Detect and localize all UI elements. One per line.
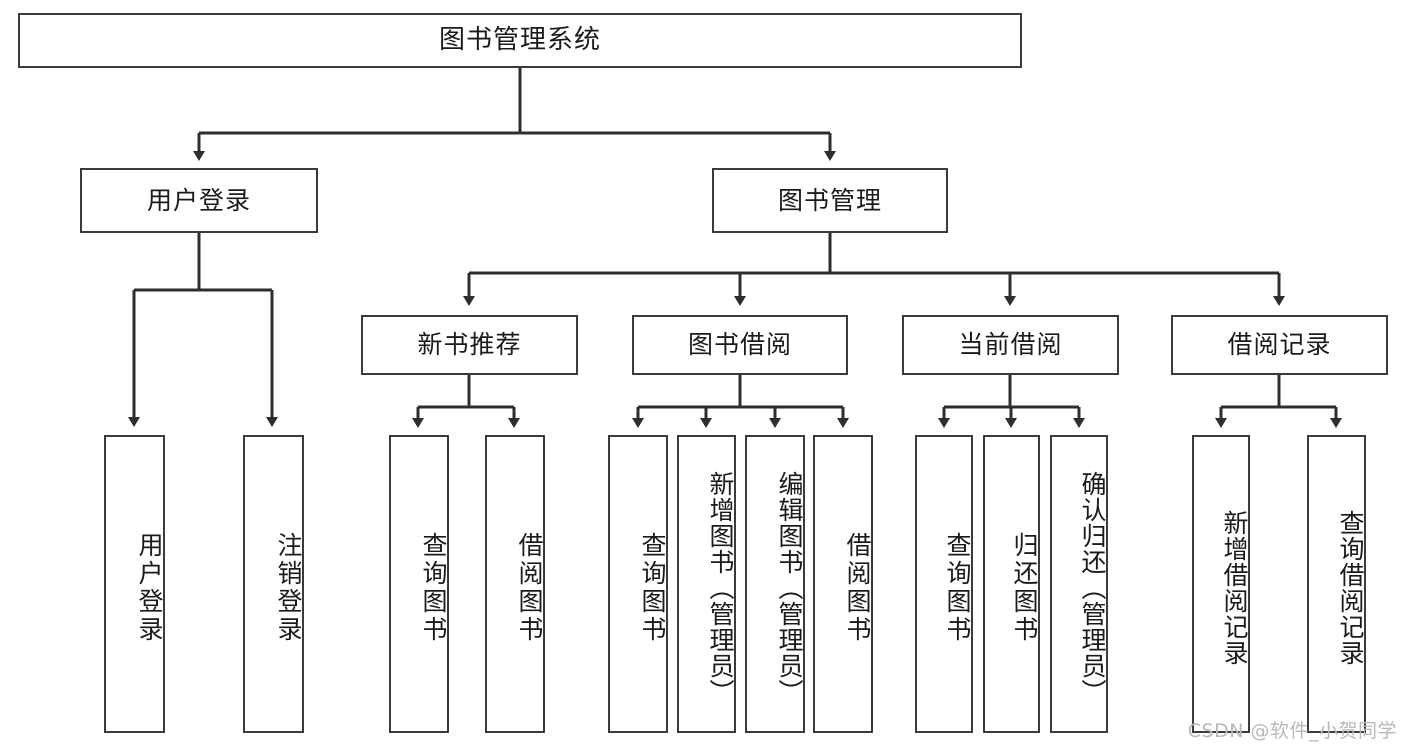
node-label: 图书管理 [777,185,882,215]
node-label: 编辑图书（管理员） [775,471,804,705]
leaf-user-login[interactable]: 用户登录 [104,435,165,733]
node-label: 当前借阅 [958,330,1063,360]
leaf-logout[interactable]: 注销登录 [243,435,304,733]
node-label: 归还图书 [1010,532,1039,644]
node-label: 确认归还（管理员） [1078,471,1107,705]
leaf-edit-book-admin[interactable]: 编辑图书（管理员） [745,435,805,733]
node-label: 查询图书 [419,532,448,644]
node-new-book-recommend[interactable]: 新书推荐 [361,315,578,375]
node-borrow-record[interactable]: 借阅记录 [1171,315,1388,375]
node-label: 图书借阅 [687,330,792,360]
leaf-borrow-book-recommend[interactable]: 借阅图书 [485,435,545,733]
leaf-current-query-book[interactable]: 查询图书 [915,435,973,733]
node-label: 借阅记录 [1227,330,1332,360]
node-label: 查询图书 [638,532,667,644]
node-label: 新增借阅记录 [1220,510,1249,666]
node-label: 新书推荐 [417,330,522,360]
node-current-borrow[interactable]: 当前借阅 [902,315,1119,375]
node-label: 查询借阅记录 [1336,510,1365,666]
node-label: 新增图书（管理员） [706,471,735,705]
node-label: 查询图书 [943,532,972,644]
node-book-management[interactable]: 图书管理 [712,168,948,233]
node-user-login[interactable]: 用户登录 [80,168,318,233]
leaf-add-borrow-record[interactable]: 新增借阅记录 [1192,435,1250,733]
leaf-query-borrow-record[interactable]: 查询借阅记录 [1307,435,1366,733]
leaf-add-book-admin[interactable]: 新增图书（管理员） [677,435,736,733]
node-book-borrow[interactable]: 图书借阅 [632,315,848,375]
node-label: 注销登录 [274,532,303,644]
leaf-return-book[interactable]: 归还图书 [983,435,1040,733]
node-label: 借阅图书 [515,532,544,644]
node-root-system[interactable]: 图书管理系统 [18,13,1022,68]
leaf-borrow-query-book[interactable]: 查询图书 [608,435,668,733]
node-label: 用户登录 [135,532,164,644]
node-label: 图书管理系统 [438,25,601,56]
leaf-query-book-recommend[interactable]: 查询图书 [389,435,449,733]
leaf-borrow-book[interactable]: 借阅图书 [813,435,873,733]
node-label: 借阅图书 [843,532,872,644]
node-label: 用户登录 [146,185,251,215]
leaf-confirm-return-admin[interactable]: 确认归还（管理员） [1050,435,1108,733]
